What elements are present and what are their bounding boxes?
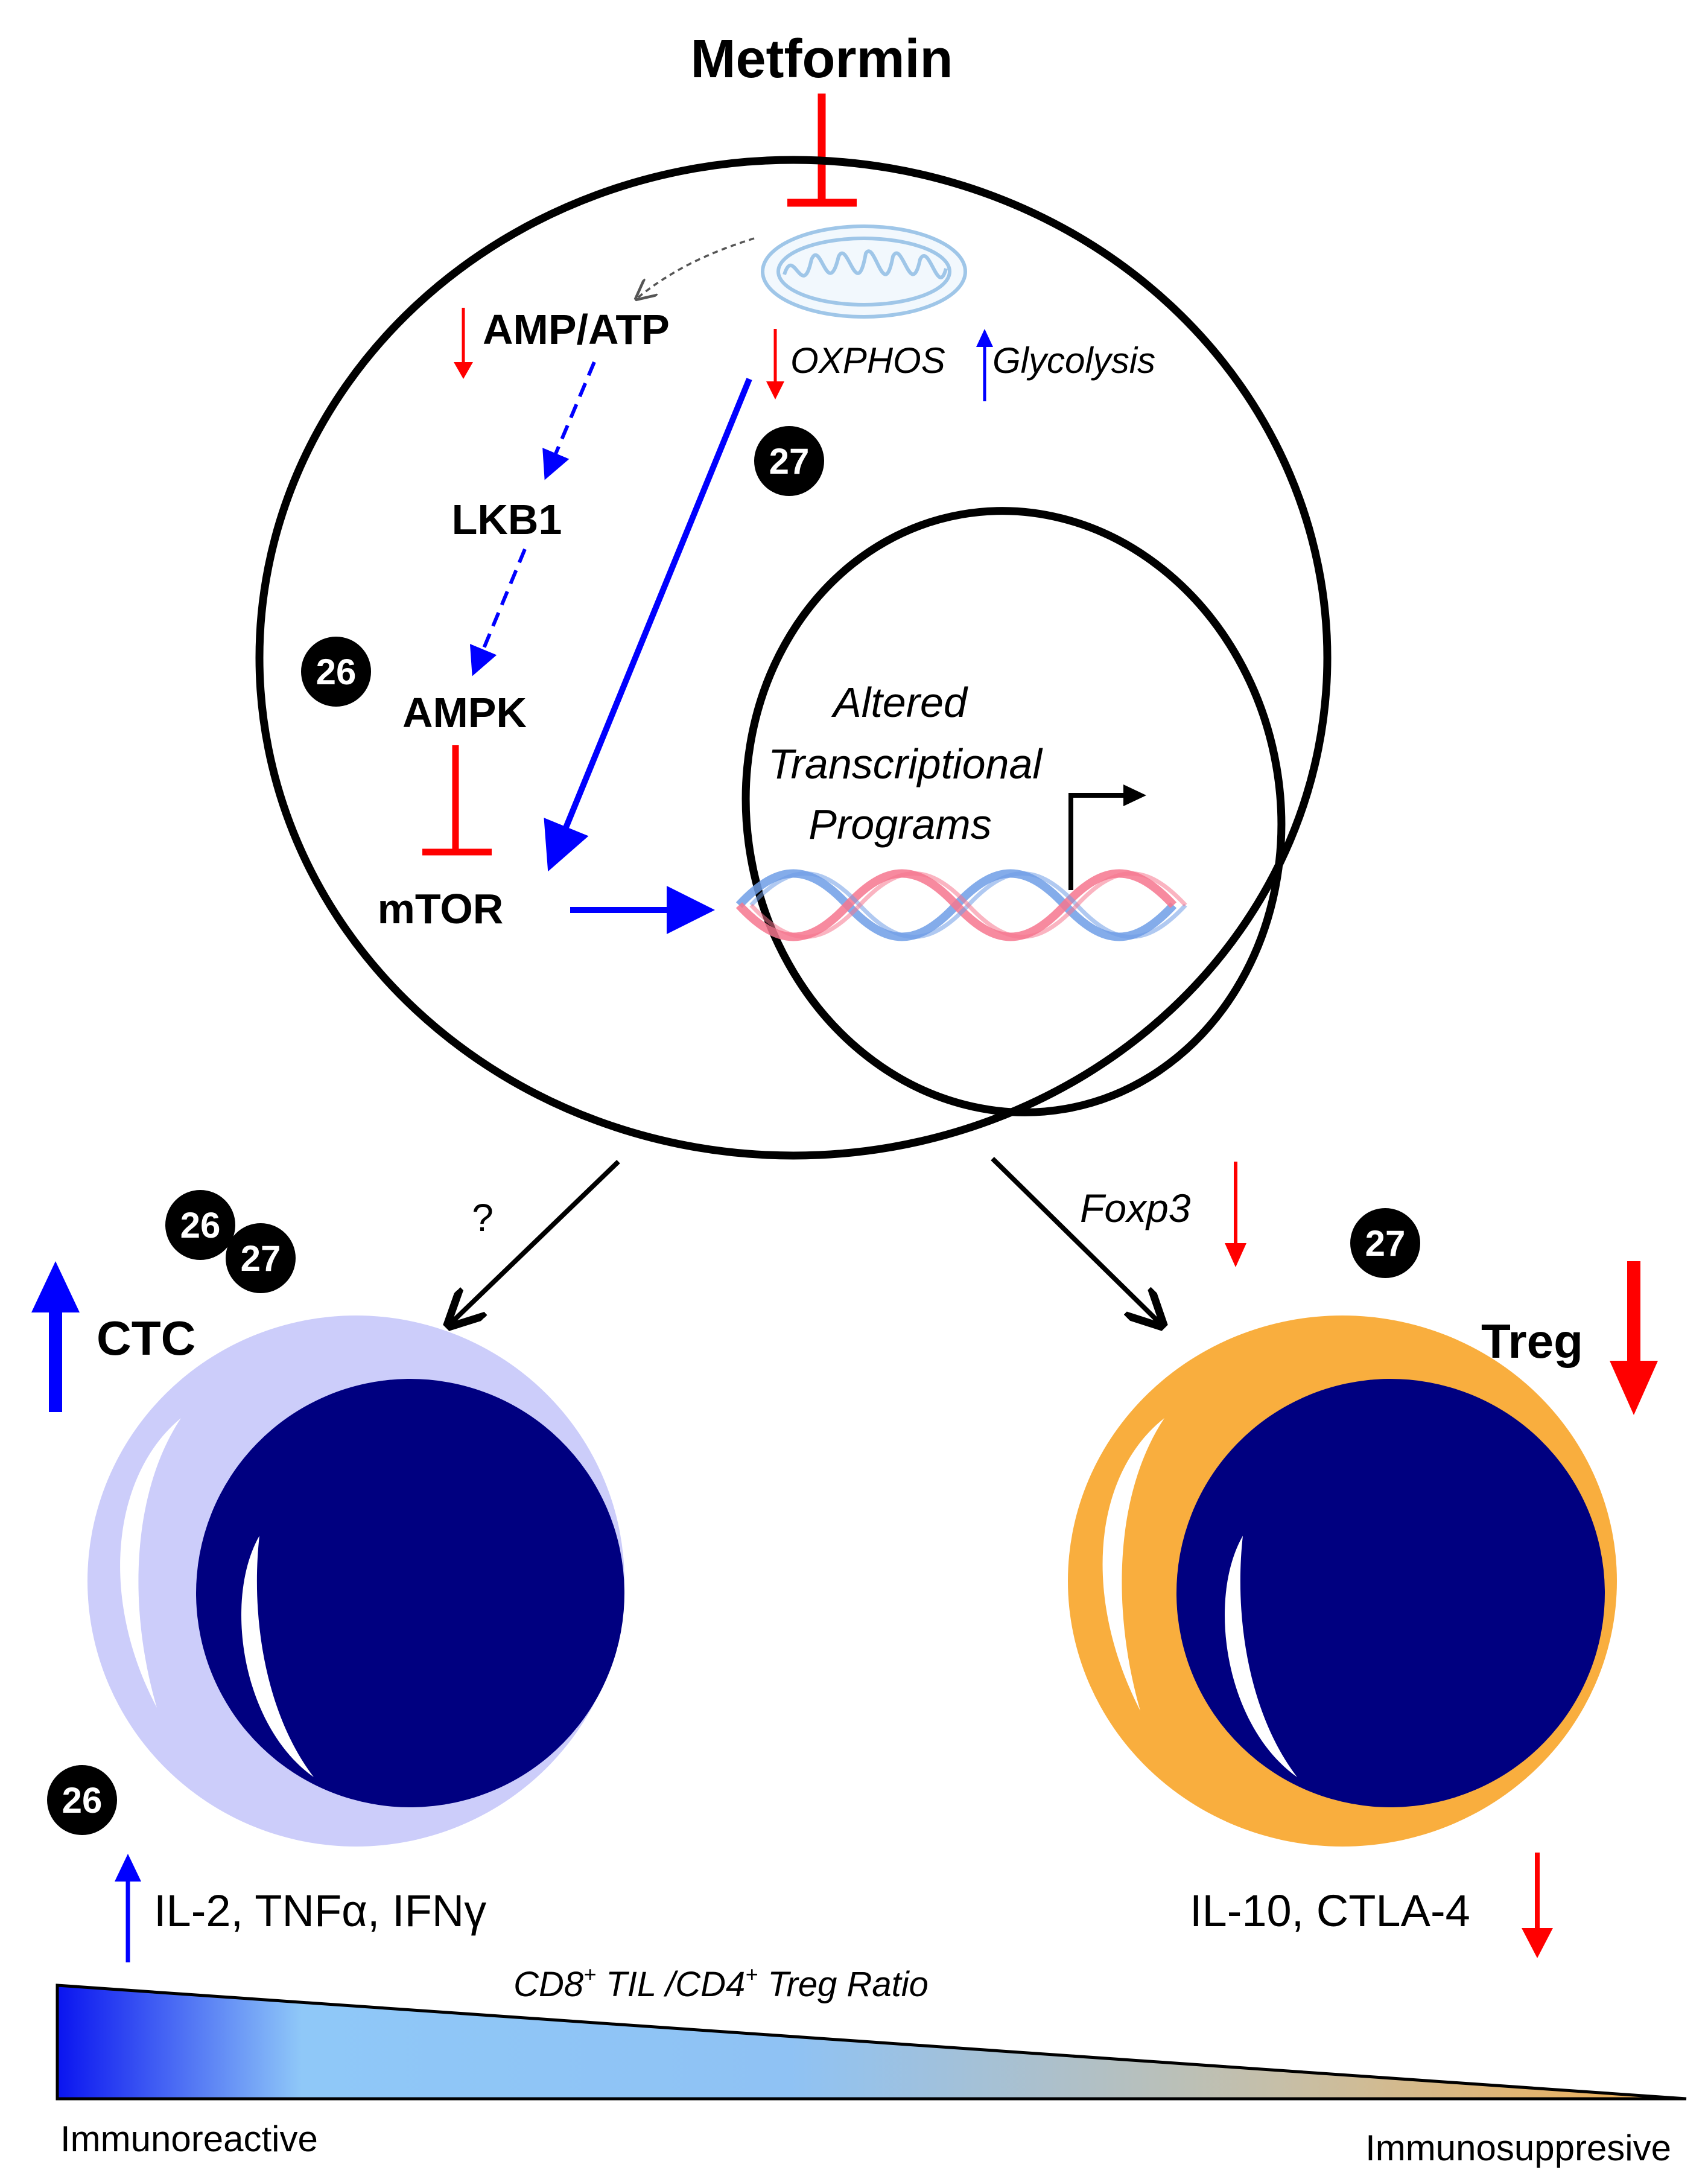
- ampk-label: AMPK: [402, 689, 527, 736]
- svg-text:26: 26: [62, 1780, 103, 1821]
- reference-badge-26-ampk: 26: [301, 637, 371, 707]
- nucleus-membrane: [741, 507, 1286, 1116]
- ratio-gradient-wedge: [56, 1984, 1687, 2101]
- ctc-up-arrowhead: [31, 1261, 80, 1312]
- mtor-label: mTOR: [378, 885, 504, 932]
- transcriptional-label: Transcriptional: [768, 740, 1043, 787]
- reference-badge-26-cytokines: 26: [47, 1765, 117, 1835]
- treg-label: Treg: [1481, 1314, 1583, 1368]
- treg-cytokines-label: IL-10, CTLA-4: [1190, 1886, 1470, 1936]
- lkb1-label: LKB1: [452, 496, 562, 543]
- treg-cytokines-down-arrowhead: [1522, 1928, 1553, 1958]
- immunosuppressive-label: Immunosuppresive: [1365, 2128, 1671, 2168]
- treg-down-arrowhead: [1610, 1361, 1658, 1415]
- altered-label: Altered: [831, 679, 968, 726]
- metformin-label: Metformin: [691, 29, 953, 89]
- mito-to-ampatp-arrow: [637, 237, 755, 299]
- cell-to-treg-arrow: [991, 1157, 1161, 1325]
- ampatp-down-arrowhead: [454, 362, 473, 379]
- oxphos-to-mtor-arrow: [544, 378, 752, 872]
- ctc-nucleus: [195, 1379, 624, 1807]
- glycolysis-label: Glycolysis: [992, 340, 1155, 381]
- reference-badge-27-treg: 27: [1350, 1208, 1420, 1278]
- ratio-label: CD8+ TIL /CD4+ Treg Ratio: [513, 1962, 929, 2004]
- reference-badge-27-oxphos: 27: [754, 426, 824, 496]
- treg-nucleus: [1176, 1379, 1605, 1807]
- unknown-mechanism-label: ?: [472, 1196, 494, 1239]
- reference-badge-26-ctc: 26: [165, 1190, 235, 1260]
- ampatp-label: AMP/ATP: [483, 306, 670, 353]
- metformin-inhibition-arrow: [787, 94, 857, 207]
- glycolysis-up-arrowhead: [976, 329, 993, 347]
- svg-text:27: 27: [1365, 1223, 1406, 1264]
- svg-text:26: 26: [316, 652, 357, 692]
- reference-badge-27-ctc: 27: [226, 1223, 296, 1293]
- foxp3-label: Foxp3: [1080, 1186, 1191, 1230]
- lkb1-to-ampk-arrow: [469, 548, 527, 676]
- svg-text:26: 26: [180, 1205, 221, 1245]
- ampatp-to-lkb1-arrow: [542, 361, 596, 480]
- ctc-cell: [87, 1315, 624, 1847]
- oxphos-label: OXPHOS: [790, 340, 945, 381]
- foxp3-down-arrowhead: [1225, 1243, 1246, 1267]
- immunoreactive-label: Immunoreactive: [60, 2119, 318, 2159]
- programs-label: Programs: [808, 801, 991, 848]
- ctc-label: CTC: [97, 1311, 195, 1365]
- svg-text:27: 27: [769, 441, 810, 482]
- treg-cell: [1068, 1315, 1617, 1847]
- ctc-cytokines-label: IL-2, TNFα, IFNγ: [154, 1886, 486, 1936]
- cell-to-ctc-arrow: [449, 1160, 620, 1325]
- cell-membrane: [255, 156, 1332, 1160]
- transcription-start-arrow-icon: [1068, 784, 1146, 890]
- mitochondrion-icon: [761, 224, 967, 319]
- svg-text:27: 27: [241, 1238, 281, 1279]
- oxphos-down-arrowhead: [766, 381, 784, 399]
- ampk-inhibits-mtor: [422, 745, 492, 856]
- ctc-cytokines-up-arrowhead: [115, 1854, 141, 1882]
- dna-helix-icon: [735, 869, 1187, 941]
